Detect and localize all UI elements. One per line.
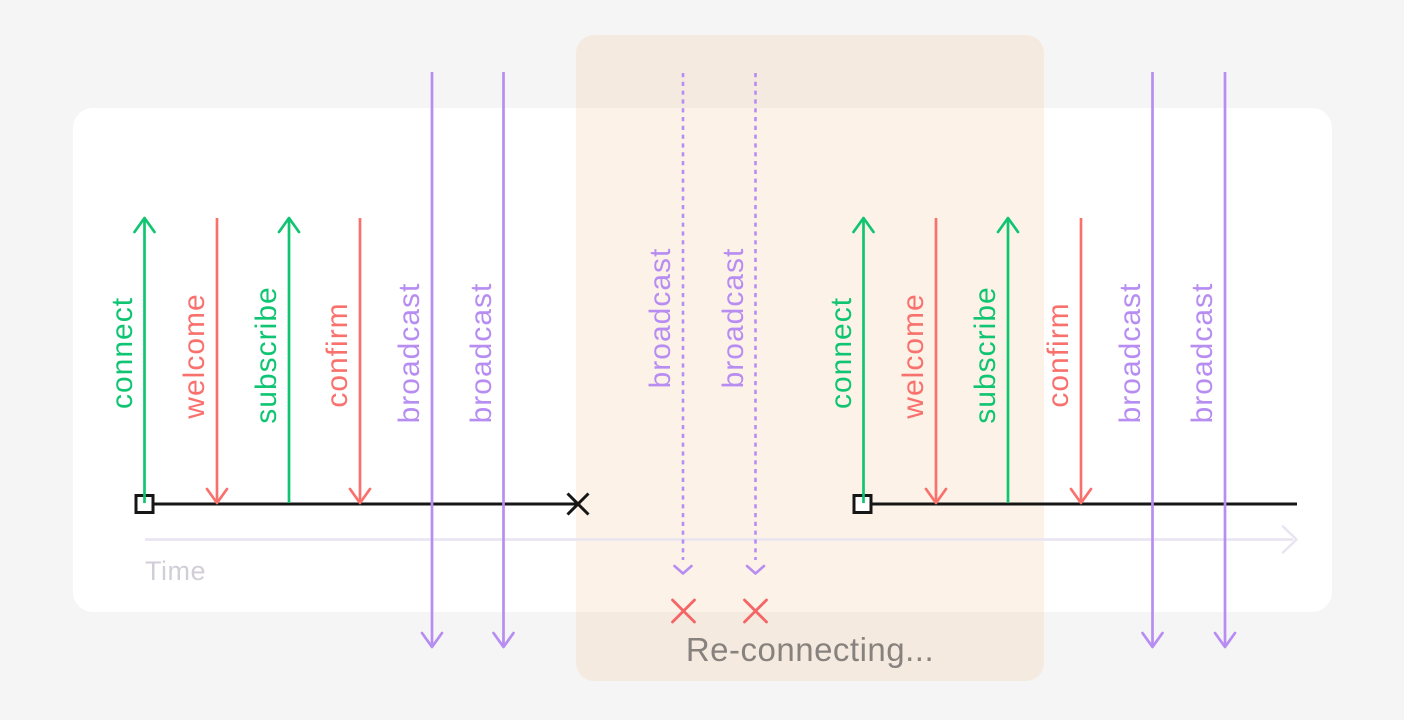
message-label-broadcast: broadcast: [1186, 282, 1219, 424]
time-axis-arrowhead-icon: [1281, 525, 1298, 554]
message-label-connect: connect: [824, 296, 858, 410]
message-label-connect: connect: [105, 296, 139, 410]
session2-broadcast1-arrowhead-icon: [1141, 631, 1164, 649]
message-label-welcome: welcome: [178, 293, 211, 419]
time-axis-label: Time: [145, 556, 206, 586]
gap-broadcast2-arrowhead-icon: [745, 564, 766, 575]
message-label-welcome: welcome: [897, 293, 930, 419]
message-label-confirm: confirm: [1042, 302, 1075, 408]
message-label-broadcast: broadcast: [393, 282, 426, 424]
session1-disconnect-icon: [566, 492, 590, 516]
session1-confirm-arrowhead-icon: [348, 487, 372, 505]
session1-subscribe-arrowhead-icon: [277, 216, 301, 234]
reconnecting-status-text: Re-connecting...: [685, 631, 935, 668]
session1-broadcast1-arrowhead-icon: [420, 631, 444, 649]
gap-dropped-message1-icon: [671, 598, 696, 624]
message-label-subscribe: subscribe: [250, 286, 283, 424]
session2-welcome-arrowhead-icon: [924, 487, 948, 505]
session2-connect-arrowhead-icon: [852, 216, 875, 234]
diagram-card: [73, 108, 1332, 612]
session2-subscribe-arrowhead-icon: [996, 216, 1020, 234]
message-label-broadcast: broadcast: [464, 282, 498, 424]
gap-dropped-message2-icon: [743, 598, 768, 624]
message-label-confirm: confirm: [321, 302, 354, 408]
session1-broadcast2-arrowhead-icon: [492, 631, 515, 649]
gap-broadcast1-arrowhead-icon: [673, 564, 693, 575]
reconnect-window-highlight: [576, 35, 1044, 681]
message-label-broadcast-dropped: broadcast: [644, 247, 677, 389]
session2-confirm-arrowhead-icon: [1069, 487, 1093, 505]
session2-broadcast2-arrowhead-icon: [1213, 631, 1237, 649]
message-label-broadcast-dropped: broadcast: [716, 247, 750, 389]
session1-connect-arrowhead-icon: [133, 216, 156, 234]
message-label-subscribe: subscribe: [969, 286, 1002, 424]
session1-welcome-arrowhead-icon: [205, 487, 229, 505]
message-label-broadcast: broadcast: [1113, 282, 1147, 424]
